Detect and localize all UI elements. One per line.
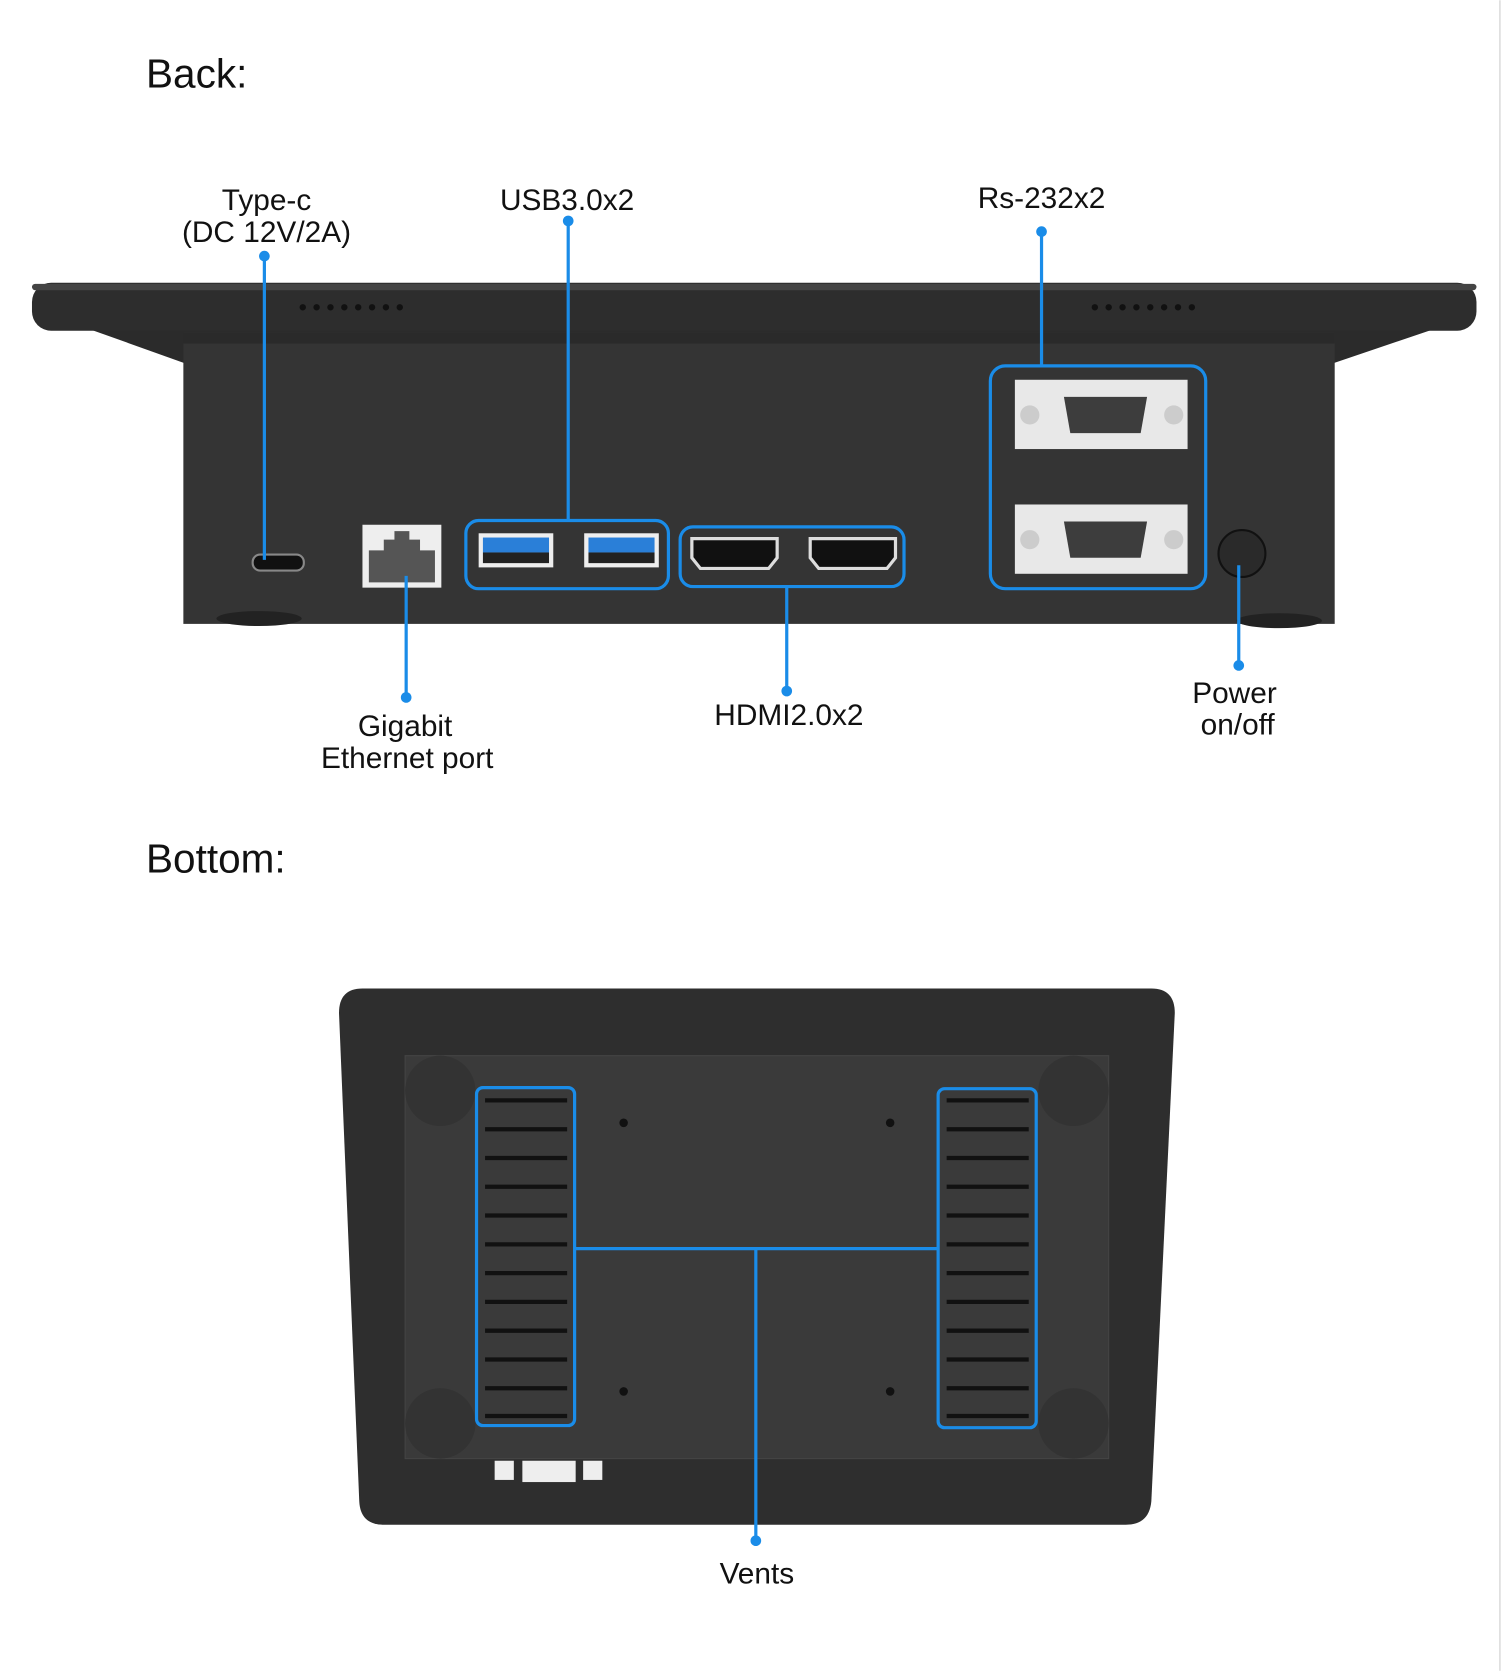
- speaker-grille-left: [299, 304, 403, 311]
- vent-slats: [485, 1098, 1029, 1419]
- speaker-grille-right: [1091, 304, 1196, 311]
- callouts-back: [259, 215, 1245, 703]
- vents-label: Vents: [720, 1557, 795, 1590]
- power-label-line2: on/off: [1201, 709, 1276, 742]
- bottom-heading: Bottom:: [146, 835, 286, 881]
- screw-holes: [619, 1118, 895, 1396]
- usb-label: USB3.0x2: [500, 184, 634, 217]
- rs232-ports: [1014, 379, 1188, 574]
- type-c-port: [251, 553, 305, 572]
- bottom-port-edge: [494, 1460, 603, 1483]
- power-label-line1: Power: [1192, 677, 1277, 710]
- ethernet-port: [362, 524, 442, 588]
- type-c-spec-label: (DC 12V/2A): [182, 216, 351, 249]
- back-heading: Back:: [146, 51, 247, 97]
- ethernet-label-line1: Gigabit: [358, 710, 453, 743]
- rs232-label: Rs-232x2: [978, 182, 1106, 215]
- ethernet-label-line2: Ethernet port: [321, 742, 494, 775]
- type-c-label: Type-c: [222, 184, 312, 217]
- hdmi-label: HDMI2.0x2: [714, 699, 863, 732]
- callouts-bottom: [474, 1086, 1038, 1547]
- hdmi-ports: [690, 537, 898, 571]
- power-button: [1217, 529, 1267, 579]
- usb-ports: [478, 533, 659, 568]
- rubber-feet: [405, 1055, 1109, 1459]
- back-view-device: [31, 282, 1477, 629]
